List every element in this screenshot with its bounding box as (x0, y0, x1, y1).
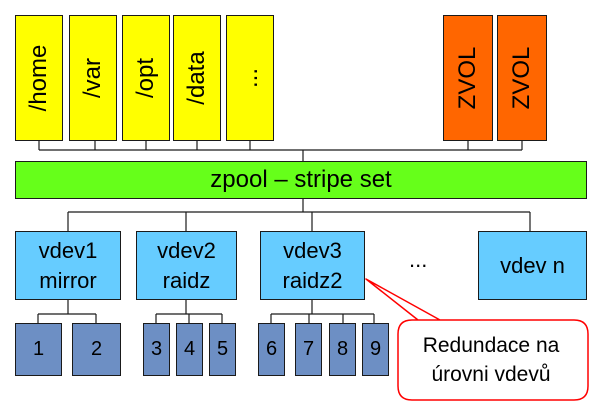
disk-label: 7 (302, 338, 315, 360)
vdev-name: vdev2 (157, 237, 216, 263)
filesystem-label: /home (25, 44, 52, 112)
callout-line-1: Redundace na (422, 333, 560, 357)
zvol-1: ZVOL (443, 15, 493, 141)
vdev-name: vdev n (500, 252, 565, 278)
zvol-label: ZVOL (454, 46, 481, 110)
filesystem-label: ... (236, 67, 263, 89)
zvol-2: ZVOL (497, 15, 547, 141)
disk-label: 1 (32, 338, 45, 360)
disk-label: 4 (183, 338, 196, 360)
redundancy-callout: Redundace na úrovni vdevů (396, 322, 586, 398)
disk-label: 5 (216, 338, 229, 360)
zvol-label: ZVOL (508, 46, 535, 110)
disk-8: 8 (329, 323, 356, 376)
vdev-type: raidz2 (282, 267, 343, 293)
zpool-bar: zpool – stripe set (15, 161, 587, 199)
disk-label: 9 (369, 338, 382, 360)
vdevn-box: vdev n (478, 231, 587, 300)
zpool-label: zpool – stripe set (210, 166, 392, 193)
disk-label: 2 (90, 338, 103, 360)
filesystem-opt: /opt (122, 15, 170, 141)
disk-label: 3 (150, 338, 163, 360)
filesystem-data: /data (173, 15, 221, 141)
vdev-ellipsis: ... (409, 247, 428, 272)
disk-6: 6 (258, 323, 285, 376)
vdev-name: vdev3 (283, 237, 342, 263)
disk-label: 6 (265, 338, 278, 360)
vdev3-box: vdev3 raidz2 (260, 231, 365, 300)
filesystem-label: /var (79, 57, 106, 99)
filesystem-var: /var (69, 15, 117, 141)
callout-shape (365, 278, 589, 401)
disk-5: 5 (209, 323, 236, 376)
filesystem-home: /home (15, 15, 63, 141)
disk-2: 2 (72, 323, 121, 376)
vdev2-box: vdev2 raidz (136, 231, 237, 300)
vdev1-box: vdev1 mirror (15, 231, 121, 300)
callout-line-2: úrovni vdevů (431, 363, 551, 386)
disk-1: 1 (15, 323, 62, 376)
disk-7: 7 (295, 323, 322, 376)
disk-4: 4 (176, 323, 203, 376)
filesystem-label: /data (183, 51, 210, 105)
vdev-type: raidz (162, 267, 211, 293)
vdev-name: vdev1 (38, 237, 98, 263)
filesystem-ellipsis: ... (226, 15, 274, 141)
vdev-type: mirror (39, 267, 97, 293)
disk-3: 3 (143, 323, 170, 376)
disk-label: 8 (336, 338, 349, 360)
disk-9: 9 (362, 323, 389, 376)
filesystem-label: /opt (132, 57, 159, 99)
